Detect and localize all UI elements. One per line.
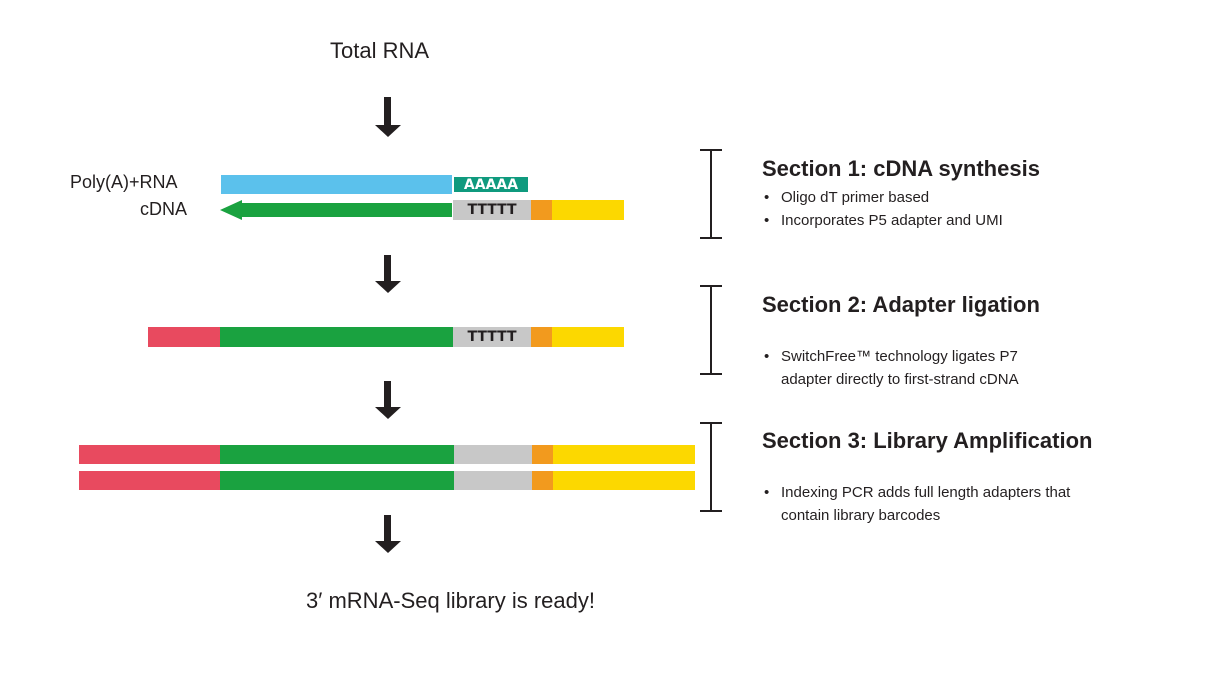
p5-adapter-segment xyxy=(552,327,624,347)
section-2-bullet-1: SwitchFree™ technology ligates P7 adapte… xyxy=(762,345,1040,391)
section-2-title: Section 2: Adapter ligation xyxy=(762,292,1040,317)
section-3-bracket xyxy=(700,422,722,512)
rna-segment xyxy=(221,175,452,194)
down-arrow-icon xyxy=(375,97,401,139)
p7-adapter-segment xyxy=(148,327,220,347)
down-arrow-icon xyxy=(375,255,401,295)
polyA-rna-strand: AAAAA xyxy=(221,175,530,194)
polyA-tail xyxy=(452,175,530,194)
polyA-sequence: AAAAA xyxy=(463,176,519,193)
p5-adapter-full-segment xyxy=(553,471,695,490)
section-3-bullet-1: Indexing PCR adds full length adapters t… xyxy=(762,481,1092,527)
section-1: Section 1: cDNA synthesis Oligo dT prime… xyxy=(762,156,1040,232)
p7-adapter-full-segment xyxy=(79,471,220,490)
library-strand-bottom xyxy=(79,471,695,490)
down-arrow-icon xyxy=(375,515,401,555)
section-2: Section 2: Adapter ligation SwitchFree™ … xyxy=(762,292,1040,414)
section-3-title: Section 3: Library Amplification xyxy=(762,428,1093,453)
section-1-bullet-2: Incorporates P5 adapter and UMI xyxy=(762,209,1040,232)
section-1-bracket xyxy=(700,149,722,239)
polyT-sequence: TTTTT xyxy=(467,202,517,218)
library-ready-label: 3′ mRNA-Seq library is ready! xyxy=(306,588,595,613)
polyT-segment xyxy=(453,327,531,347)
polyA-rna-label: Poly(A)+RNA xyxy=(70,172,178,192)
polyT-segment xyxy=(454,471,532,490)
cdna-strand-1: TTTTT xyxy=(220,200,624,220)
p7-adapter-full-segment xyxy=(79,445,220,464)
cdna-segment xyxy=(220,327,453,347)
ligated-cdna-strand: TTTTT xyxy=(148,327,624,347)
umi-segment xyxy=(531,200,552,220)
section-1-bullet-1: Oligo dT primer based xyxy=(762,186,1040,209)
down-arrow-icon xyxy=(375,381,401,421)
p5-adapter-segment xyxy=(552,200,624,220)
cdna-label: cDNA xyxy=(140,199,188,219)
section-2-bracket xyxy=(700,285,722,375)
cdna-arrow-segment xyxy=(220,200,452,220)
umi-segment xyxy=(532,471,553,490)
library-strand-top xyxy=(79,445,695,464)
section-3: Section 3: Library Amplification Indexin… xyxy=(762,428,1092,550)
total-rna-label: Total RNA xyxy=(330,38,430,63)
section-1-title: Section 1: cDNA synthesis xyxy=(762,156,1040,181)
cdna-segment xyxy=(220,471,454,490)
polyT-segment xyxy=(454,445,532,464)
cdna-segment xyxy=(220,445,454,464)
umi-segment xyxy=(532,445,553,464)
umi-segment xyxy=(531,327,552,347)
p5-adapter-full-segment xyxy=(553,445,695,464)
polyT-segment xyxy=(453,200,531,220)
polyT-sequence: TTTTT xyxy=(467,329,517,345)
